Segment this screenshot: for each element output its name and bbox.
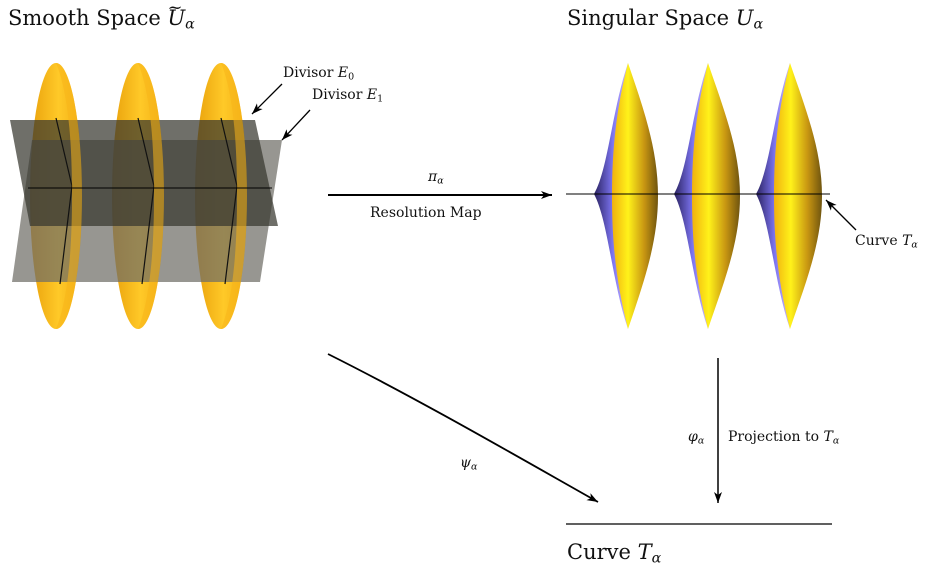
bottom-curve-symbol: T [637,540,652,564]
divisor-e0-label: Divisor E0 [283,66,354,82]
smooth-ellipse-front-3 [221,63,247,329]
projection-caption-symbol: T [823,429,833,445]
pi-symbol: π [428,169,438,185]
smooth-space-title-text: Smooth Space [8,6,161,30]
singular-space-figure [566,63,857,329]
divisor-e1-subscript: 1 [377,93,384,105]
singular-space-symbol: U [735,6,754,30]
singular-space-title: Singular Space Uα [567,8,763,32]
smooth-space-symbol-letter: U [167,6,186,30]
divisor-e0-subscript: 0 [348,71,355,83]
singular-space-title-text: Singular Space [567,6,730,30]
projection-caption-subscript: α [832,435,840,447]
psi-label: ψα [460,456,477,472]
bottom-curve-text: Curve [567,540,631,564]
divisor-e0-arrow [251,83,283,115]
curve-t-text: Curve [855,233,898,249]
divisor-e1-arrow [281,109,311,141]
singular-shape-2-body [692,63,740,329]
projection-caption-text: Projection to [728,429,820,445]
divisor-e0-symbol: E [337,65,349,81]
bottom-curve-label: Curve Tα [567,542,661,566]
pi-label: πα [428,170,444,186]
psi-symbol: ψ [460,455,471,471]
smooth-ellipse-front-2 [138,63,164,329]
divisor-e0-text: Divisor [283,65,334,81]
curve-pointer-arrow [825,199,857,231]
curve-t-subscript: α [911,239,918,251]
curve-t-label: Curve Tα [855,234,918,250]
divisor-e1-text: Divisor [312,87,363,103]
phi-symbol: φ [688,429,698,445]
projection-caption: Projection to Tα [728,430,839,446]
phi-subscript: α [697,435,705,447]
smooth-space-subscript: α [185,16,195,33]
phi-label: φα [688,430,704,446]
divisor-e1-symbol: E [366,87,378,103]
smooth-space-figure [10,63,311,329]
singular-shape-3-body [774,63,822,329]
tilde-mark: ~ [167,0,183,18]
smooth-space-title: Smooth Space ~Uα [8,0,195,33]
bottom-curve-subscript: α [651,550,662,567]
resolution-map-caption: Resolution Map [370,205,482,221]
smooth-ellipse-front-1 [56,63,82,329]
psi-arrow [327,353,599,503]
psi-subscript: α [470,461,478,473]
divisor-e1-label: Divisor E1 [312,88,383,104]
curve-t-symbol: T [902,233,912,249]
singular-shape-1-body [612,63,658,329]
singular-space-subscript: α [753,16,764,33]
smooth-space-symbol: ~U [167,0,186,30]
pi-subscript: α [437,175,444,187]
